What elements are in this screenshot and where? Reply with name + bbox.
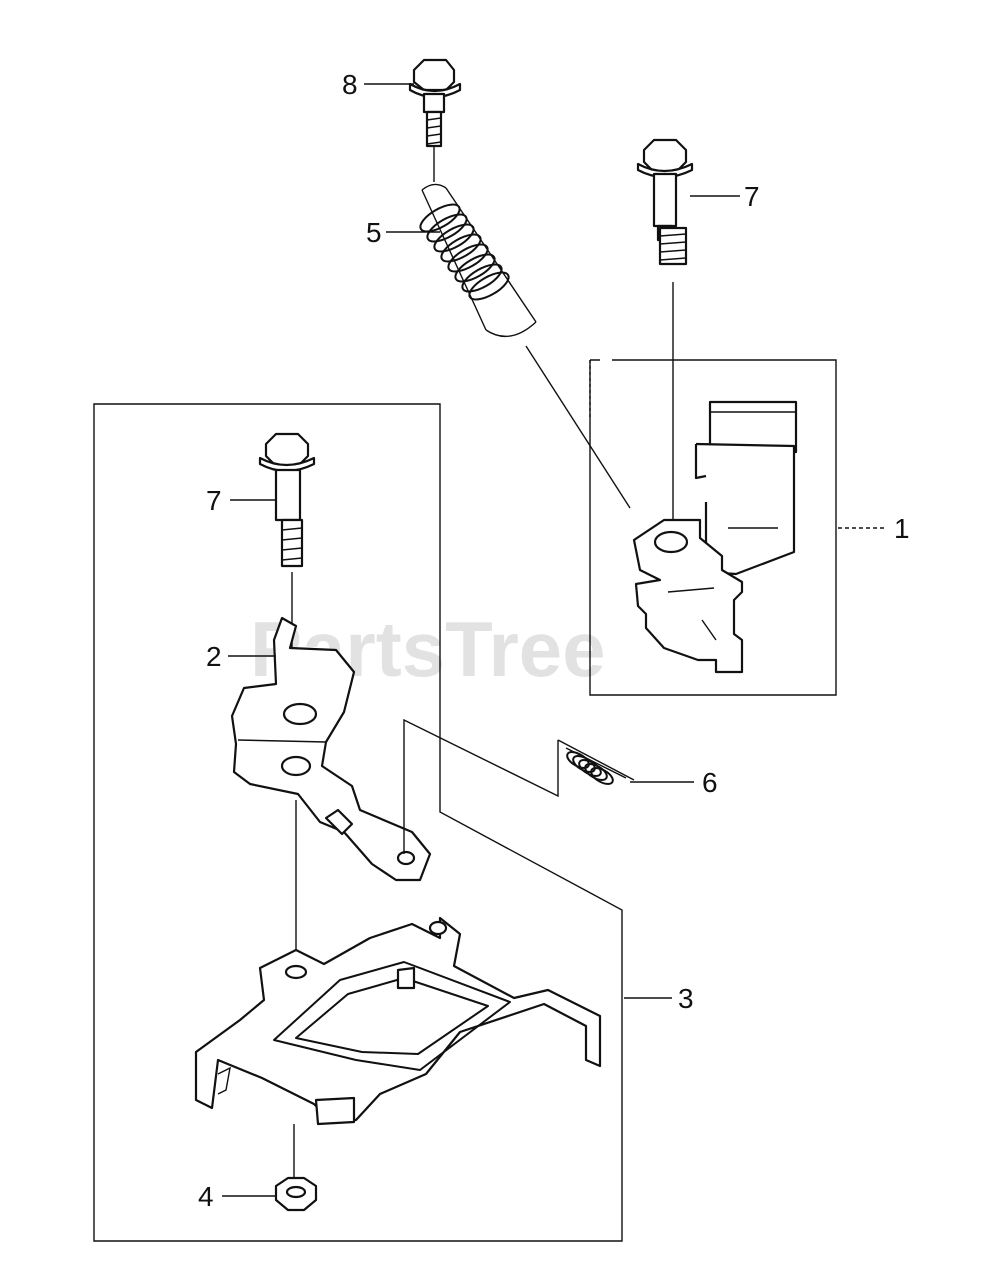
callout-7-lower: 7 (206, 485, 222, 516)
callout-8: 8 (342, 69, 358, 100)
nut-part-4 (274, 1124, 318, 1212)
group-box-part-1 (589, 359, 837, 696)
bolt-part-8 (408, 58, 462, 182)
bolt-part-7-lower (258, 432, 316, 704)
callout-4: 4 (198, 1181, 214, 1212)
callout-5: 5 (366, 217, 382, 248)
callout-3: 3 (678, 983, 694, 1014)
bolt-part-7-upper (636, 138, 694, 546)
callout-6: 6 (702, 767, 718, 798)
lever-part-2 (230, 616, 432, 958)
spring-part-6 (403, 718, 635, 854)
callout-2: 2 (206, 641, 222, 672)
callout-1: 1 (894, 513, 910, 544)
bracket-part-1 (632, 400, 798, 674)
base-plate-part-3 (194, 916, 602, 1126)
leader-lines (222, 83, 886, 1197)
callouts: 8 5 7 1 7 2 6 3 4 (198, 69, 910, 1212)
callout-7-upper: 7 (744, 181, 760, 212)
spring-part-5 (419, 183, 631, 509)
group-box-part-3 (93, 403, 623, 1242)
